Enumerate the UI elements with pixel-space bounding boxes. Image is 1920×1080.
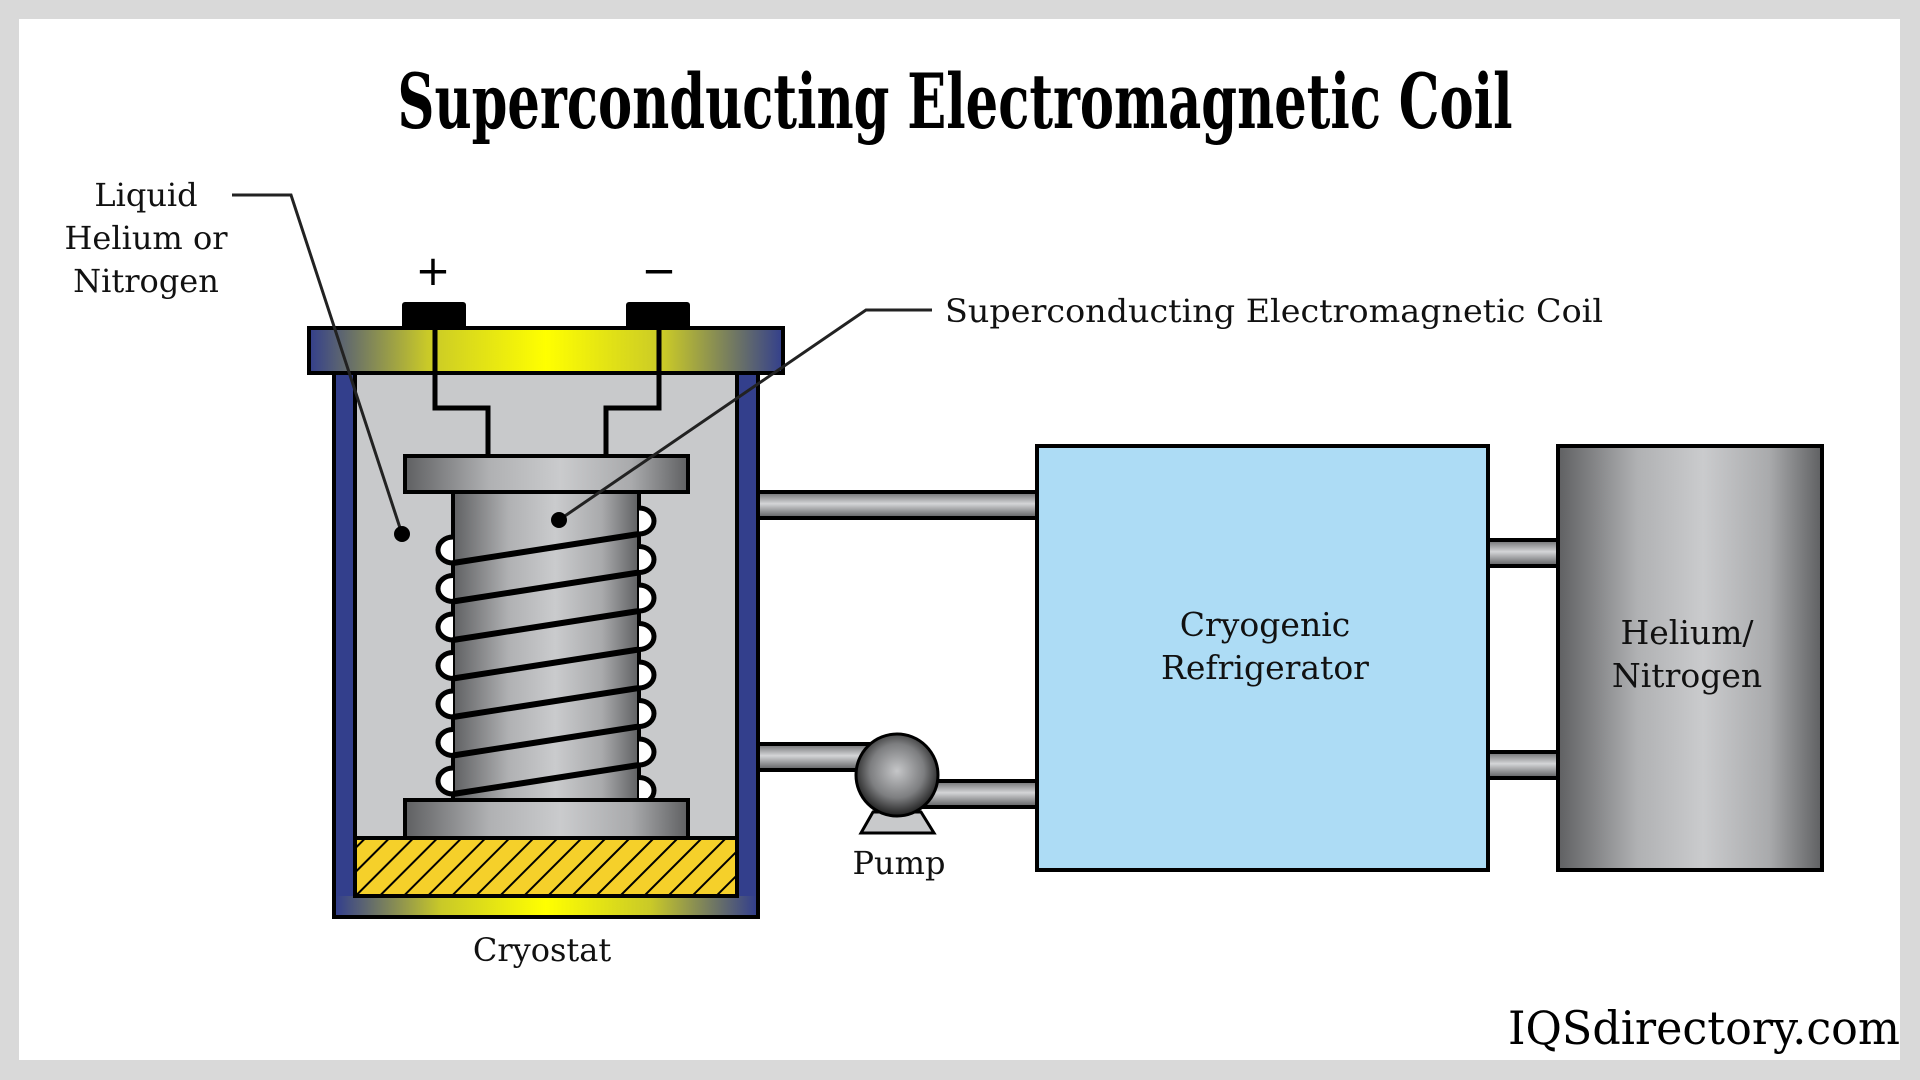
pipe-cryostat-to-pump xyxy=(735,742,879,772)
coil-loop-left xyxy=(435,611,454,643)
diagram-title: Superconducting Electromagnetic Coil xyxy=(398,57,1513,146)
refrigerator-label-line-1: Cryogenic xyxy=(1180,605,1350,644)
coil-loop-right xyxy=(638,505,657,537)
pump-label: Pump xyxy=(853,844,946,882)
positive-sign: + xyxy=(415,246,450,295)
coil-loop-left xyxy=(435,727,454,758)
cryostat-lid xyxy=(307,326,785,375)
tank-label-line-2: Nitrogen xyxy=(1612,656,1762,695)
cryostat-label: Cryostat xyxy=(473,931,611,969)
liquid-label-line-2: Helium or xyxy=(65,219,229,257)
coil-loop-left xyxy=(435,765,454,797)
liquid-leader-line xyxy=(232,193,404,535)
pipes xyxy=(735,490,1562,809)
coil-loop-right xyxy=(638,698,657,729)
coil-winding xyxy=(452,685,640,720)
liquid-label-line-1: Liquid xyxy=(94,176,197,214)
coil-top-flange xyxy=(403,454,690,494)
coil-label: Superconducting Electromagnetic Coil xyxy=(945,292,1603,330)
pipe-refrigerator-to-tank-top xyxy=(1485,538,1562,568)
coil-bottom-flange xyxy=(403,798,690,840)
negative-sign: − xyxy=(641,246,676,295)
coil-loop-left xyxy=(435,573,454,604)
liquid-label-line-3: Nitrogen xyxy=(73,262,219,300)
coil-loop-right xyxy=(638,544,657,575)
cryostat-bottom-accent xyxy=(336,896,756,915)
coil-loop-right xyxy=(638,659,657,691)
coil-winding xyxy=(452,608,640,643)
watermark: IQSdirectory.com xyxy=(1508,1001,1900,1055)
cryostat-base-hatched xyxy=(353,836,739,898)
helium-nitrogen-tank xyxy=(1556,444,1824,872)
pump xyxy=(854,732,940,835)
pipe-refrigerator-to-tank-bottom xyxy=(1485,750,1562,780)
coil-winding xyxy=(452,762,640,797)
pump-body xyxy=(854,732,940,818)
negative-terminal xyxy=(626,302,690,330)
pipe-cryostat-to-refrigerator-top xyxy=(735,490,1041,520)
coil-winding xyxy=(452,531,640,566)
liquid-leader-dot xyxy=(394,526,410,542)
coil-leader-dot xyxy=(551,512,567,528)
coil-leader-line xyxy=(558,308,932,522)
coil-windings xyxy=(435,505,657,836)
positive-terminal xyxy=(402,302,466,330)
cryogenic-refrigerator xyxy=(1035,444,1490,872)
coil-loop-right xyxy=(638,582,657,614)
coil-loop-left xyxy=(435,688,454,720)
coil-loop-right xyxy=(638,736,657,768)
refrigerator-label-line-2: Refrigerator xyxy=(1161,648,1369,687)
coil-loop-right xyxy=(638,621,657,652)
coil-winding xyxy=(452,646,640,682)
cryostat: + − xyxy=(307,246,785,919)
coil-loop-left xyxy=(435,650,454,681)
coil-loop-left xyxy=(435,534,454,566)
coil-winding xyxy=(452,569,640,605)
tank-label-line-1: Helium/ xyxy=(1620,613,1754,652)
coil-winding xyxy=(452,723,640,759)
